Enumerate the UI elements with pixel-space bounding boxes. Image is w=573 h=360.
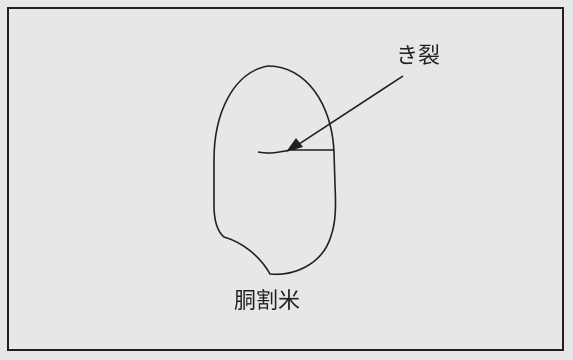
diagram-frame xyxy=(7,7,564,351)
crack-line xyxy=(257,149,334,154)
grain-label: 胴割米 xyxy=(234,289,300,314)
crack-arrowhead xyxy=(286,138,303,152)
crack-label: き裂 xyxy=(396,44,440,69)
rice-grain-outline xyxy=(213,65,337,276)
crack-leader-line xyxy=(295,75,404,147)
